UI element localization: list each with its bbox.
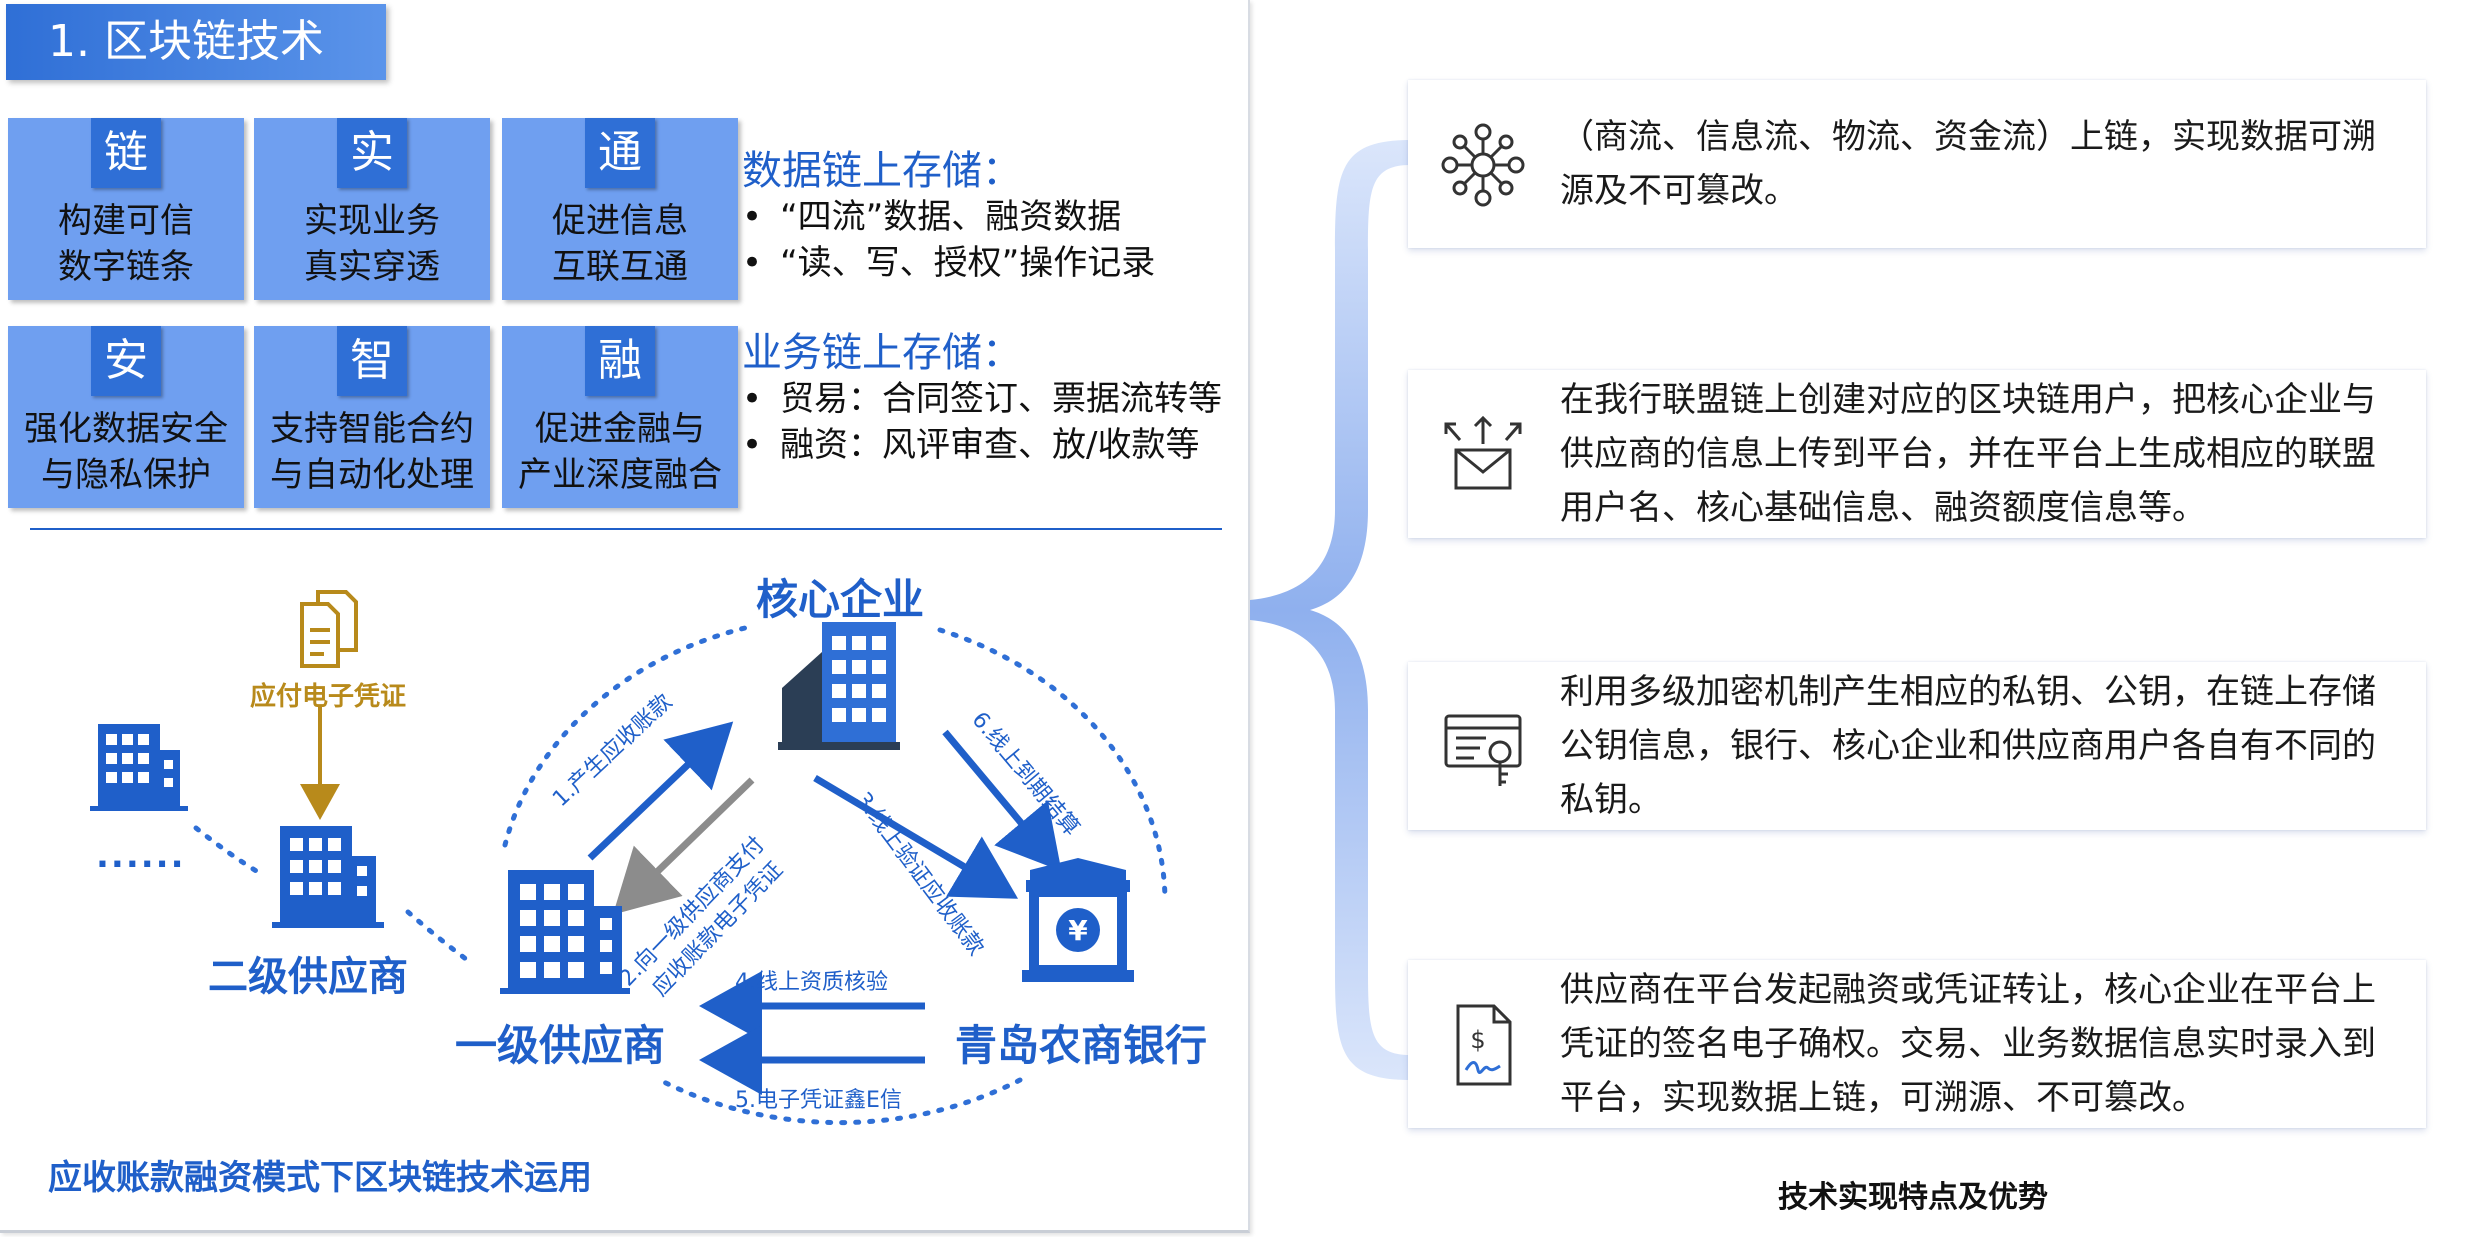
right-panel-caption: 技术实现特点及优势 xyxy=(1778,1180,2048,1215)
mail-upload-icon xyxy=(1444,415,1522,490)
network-hub-icon xyxy=(1441,123,1525,207)
tier1-supplier-building-icon xyxy=(500,870,630,994)
business-storage-block: 业务链上存储： 贸易：合同签订、票据流转等 融资：风评审查、放/收款等 xyxy=(742,330,1222,468)
data-storage-block: 数据链上存储： “四流”数据、融资数据 “读、写、授权”操作记录 xyxy=(742,148,1155,286)
arrow-4-label: 4.线上资质核验 xyxy=(735,970,888,995)
core-enterprise-building-icon xyxy=(778,622,900,750)
business-storage-heading: 业务链上存储： xyxy=(742,330,1022,376)
feature-tile-chain: 链 构建可信 数字链条 xyxy=(8,118,244,300)
list-item: “读、写、授权”操作记录 xyxy=(742,240,1155,286)
connect-character-badge: 通 xyxy=(585,118,655,188)
voucher-label: 应付电子凭证 xyxy=(250,682,407,712)
list-item: 贸易：合同签订、票据流转等 xyxy=(742,376,1222,422)
tile-text: 实现业务 真实穿透 xyxy=(304,201,440,287)
diagram-caption: 应收账款融资模式下区块链技术运用 xyxy=(48,1158,592,1198)
dotted-link-tier2-tier1 xyxy=(405,909,473,965)
dotted-link-others-tier2 xyxy=(193,825,261,875)
svg-text:$: $ xyxy=(1470,1026,1485,1054)
ellipsis-more-suppliers: ...... xyxy=(96,836,186,876)
arrow-1-generate-receivable xyxy=(587,721,734,861)
list-item: 融资：风评审查、放/收款等 xyxy=(742,422,1222,468)
tier1-supplier-label: 一级供应商 xyxy=(455,1021,666,1070)
advantage-card-encryption: 利用多级加密机制产生相应的私钥、公钥，在链上存储公钥信息，银行、核心企业和供应商… xyxy=(1408,662,2426,830)
section-title: 1. 区块链技术 xyxy=(6,4,386,80)
feature-tile-smart: 智 支持智能合约 与自动化处理 xyxy=(254,326,490,508)
advantage-text: 供应商在平台发起融资或凭证转让，核心企业在平台上凭证的签名电子确权。交易、业务数… xyxy=(1560,970,2376,1118)
list-item: “四流”数据、融资数据 xyxy=(742,194,1155,240)
feature-tile-connect: 通 促进信息 互联互通 xyxy=(502,118,738,300)
curly-brace xyxy=(1250,140,1410,1080)
fusion-character-badge: 融 xyxy=(585,326,655,396)
arrow-2-pay-voucher xyxy=(612,777,755,915)
arrow-3-verify-receivable xyxy=(813,774,1019,899)
bank-icon: ¥ xyxy=(1022,858,1134,982)
bank-label: 青岛农商银行 xyxy=(955,1021,1208,1070)
advantage-card-alliance-users: 在我行联盟链上创建对应的区块链用户，把核心企业与供应商的信息上传到平台，并在平台… xyxy=(1408,370,2426,538)
advantage-text: （商流、信息流、物流、资金流）上链，实现数据可溯源及不可篡改。 xyxy=(1560,117,2376,211)
core-enterprise-label: 核心企业 xyxy=(756,575,925,624)
section-divider xyxy=(30,528,1222,530)
tier2-supplier-label: 二级供应商 xyxy=(208,954,408,1000)
chain-character-badge: 链 xyxy=(91,118,161,188)
tile-text: 促进金融与 产业深度融合 xyxy=(518,409,722,495)
real-character-badge: 实 xyxy=(337,118,407,188)
tile-text: 促进信息 互联互通 xyxy=(552,201,688,287)
other-supplier-building-icon xyxy=(90,724,188,811)
tile-text: 支持智能合约 与自动化处理 xyxy=(270,409,474,495)
feature-tile-security: 安 强化数据安全 与隐私保护 xyxy=(8,326,244,508)
security-character-badge: 安 xyxy=(91,326,161,396)
tier2-supplier-building-icon xyxy=(272,826,384,928)
feature-tile-real: 实 实现业务 真实穿透 xyxy=(254,118,490,300)
svg-text:¥: ¥ xyxy=(1068,914,1088,947)
signed-document-icon: $ xyxy=(1456,1004,1512,1086)
tile-text: 强化数据安全 与隐私保护 xyxy=(24,409,228,495)
arrow-5-label: 5.电子凭证鑫E信 xyxy=(735,1088,902,1113)
advantage-text: 在我行联盟链上创建对应的区块链用户，把核心企业与供应商的信息上传到平台，并在平台… xyxy=(1560,380,2376,528)
key-certificate-icon xyxy=(1444,714,1522,786)
dotted-cycle-ring xyxy=(502,625,1168,1126)
advantage-card-e-signature: $ 供应商在平台发起融资或凭证转让，核心企业在平台上凭证的签名电子确权。交易、业… xyxy=(1408,960,2426,1128)
feature-tile-fusion: 融 促进金融与 产业深度融合 xyxy=(502,326,738,508)
arrow-6-settlement xyxy=(942,729,1062,872)
tile-text: 构建可信 数字链条 xyxy=(58,201,194,287)
voucher-document-icon xyxy=(300,590,358,668)
advantage-text: 利用多级加密机制产生相应的私钥、公钥，在链上存储公钥信息，银行、核心企业和供应商… xyxy=(1560,672,2376,820)
advantage-card-traceable: （商流、信息流、物流、资金流）上链，实现数据可溯源及不可篡改。 xyxy=(1408,80,2426,248)
receivables-flow-diagram: ¥ xyxy=(90,590,1168,1126)
data-storage-heading: 数据链上存储： xyxy=(742,148,1022,194)
smart-character-badge: 智 xyxy=(337,326,407,396)
